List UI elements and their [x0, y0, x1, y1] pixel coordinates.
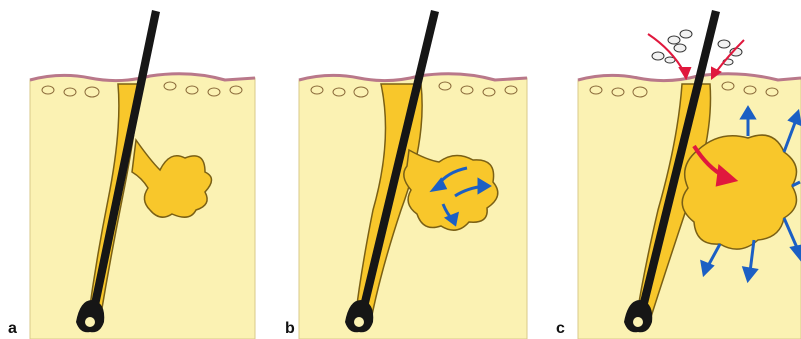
panel-label: a [8, 321, 17, 337]
follicle-ruptured-illustration [548, 0, 801, 339]
panel-b: b [277, 0, 547, 339]
dermal-papilla [85, 317, 95, 327]
panel-label: b [285, 321, 295, 337]
follicle-inflamed-illustration [277, 0, 547, 339]
panel-label: c [556, 321, 565, 337]
skin-tissue [30, 74, 255, 339]
dermal-papilla [354, 317, 364, 327]
dermal-papilla [633, 317, 643, 327]
panel-c: c [548, 0, 801, 339]
panel-a: a [0, 0, 270, 339]
follicle-normal-illustration [0, 0, 270, 339]
